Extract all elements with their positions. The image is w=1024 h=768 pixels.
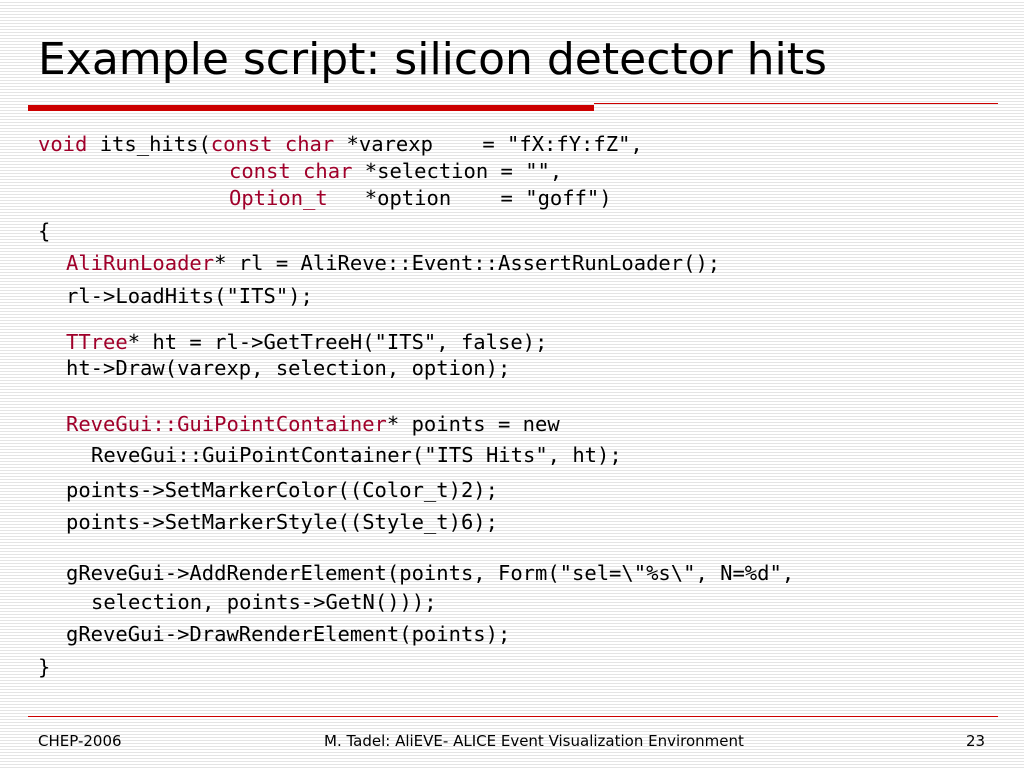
code-keyword: TTree (66, 330, 128, 354)
code-text: * points = new (386, 412, 560, 436)
title-underline-thin (594, 103, 998, 104)
code-line-1: void its_hits(const char *varexp = "fX:f… (38, 134, 643, 155)
code-text: its_hits( (87, 132, 211, 156)
code-text: } (38, 655, 51, 679)
code-line-11: points->SetMarkerColor((Color_t)2); (66, 480, 498, 501)
code-line-2: const char *selection = "", (229, 161, 562, 182)
code-text: * ht = rl->GetTreeH("ITS", false); (127, 330, 548, 354)
code-line-6: rl->LoadHits("ITS"); (66, 286, 313, 307)
footer-conference: CHEP-2006 (38, 732, 122, 750)
code-keyword: const char (210, 132, 335, 156)
page-number: 23 (966, 732, 986, 750)
code-line-16: } (38, 657, 50, 678)
code-text: ht->Draw(varexp, selection, option); (66, 356, 511, 380)
code-keyword: const char (229, 159, 353, 183)
code-line-12: points->SetMarkerStyle((Style_t)6); (66, 512, 498, 533)
code-keyword: ReveGui::GuiPointContainer (66, 412, 387, 436)
code-line-4: { (38, 221, 50, 242)
code-text: *selection = "", (352, 159, 563, 183)
slide-title: Example script: silicon detector hits (38, 34, 827, 85)
code-line-3: Option_t *option = "goff") (229, 188, 612, 209)
code-keyword: AliRunLoader (66, 251, 215, 275)
code-text: points->SetMarkerStyle((Style_t)6); (66, 510, 498, 534)
footer-author-title: M. Tadel: AliEVE- ALICE Event Visualizat… (324, 732, 744, 750)
code-line-8: ht->Draw(varexp, selection, option); (66, 358, 510, 379)
code-keyword: Option_t (229, 186, 328, 210)
code-line-5: AliRunLoader* rl = AliReve::Event::Asser… (66, 253, 720, 274)
code-text: { (38, 219, 51, 243)
code-line-14: selection, points->GetN())); (91, 592, 437, 613)
code-line-15: gReveGui->DrawRenderElement(points); (66, 624, 510, 645)
code-text: *varexp = "fX:fY:fZ", (334, 132, 643, 156)
title-underline-thick (28, 105, 594, 111)
footer-divider (28, 716, 998, 717)
code-text: points->SetMarkerColor((Color_t)2); (66, 478, 498, 502)
code-line-13: gReveGui->AddRenderElement(points, Form(… (66, 563, 794, 584)
code-text: *option = "goff") (327, 186, 612, 210)
code-line-9: ReveGui::GuiPointContainer* points = new (66, 414, 560, 435)
code-text: gReveGui->DrawRenderElement(points); (66, 622, 511, 646)
code-line-10: ReveGui::GuiPointContainer("ITS Hits", h… (91, 445, 622, 466)
code-text: rl->LoadHits("ITS"); (66, 284, 313, 308)
code-text: ReveGui::GuiPointContainer("ITS Hits", h… (91, 443, 622, 467)
code-text: * rl = AliReve::Event::AssertRunLoader()… (214, 251, 721, 275)
code-text: gReveGui->AddRenderElement(points, Form(… (66, 561, 795, 585)
code-line-7: TTree* ht = rl->GetTreeH("ITS", false); (66, 332, 547, 353)
code-keyword: void (38, 132, 88, 156)
code-text: selection, points->GetN())); (91, 590, 437, 614)
